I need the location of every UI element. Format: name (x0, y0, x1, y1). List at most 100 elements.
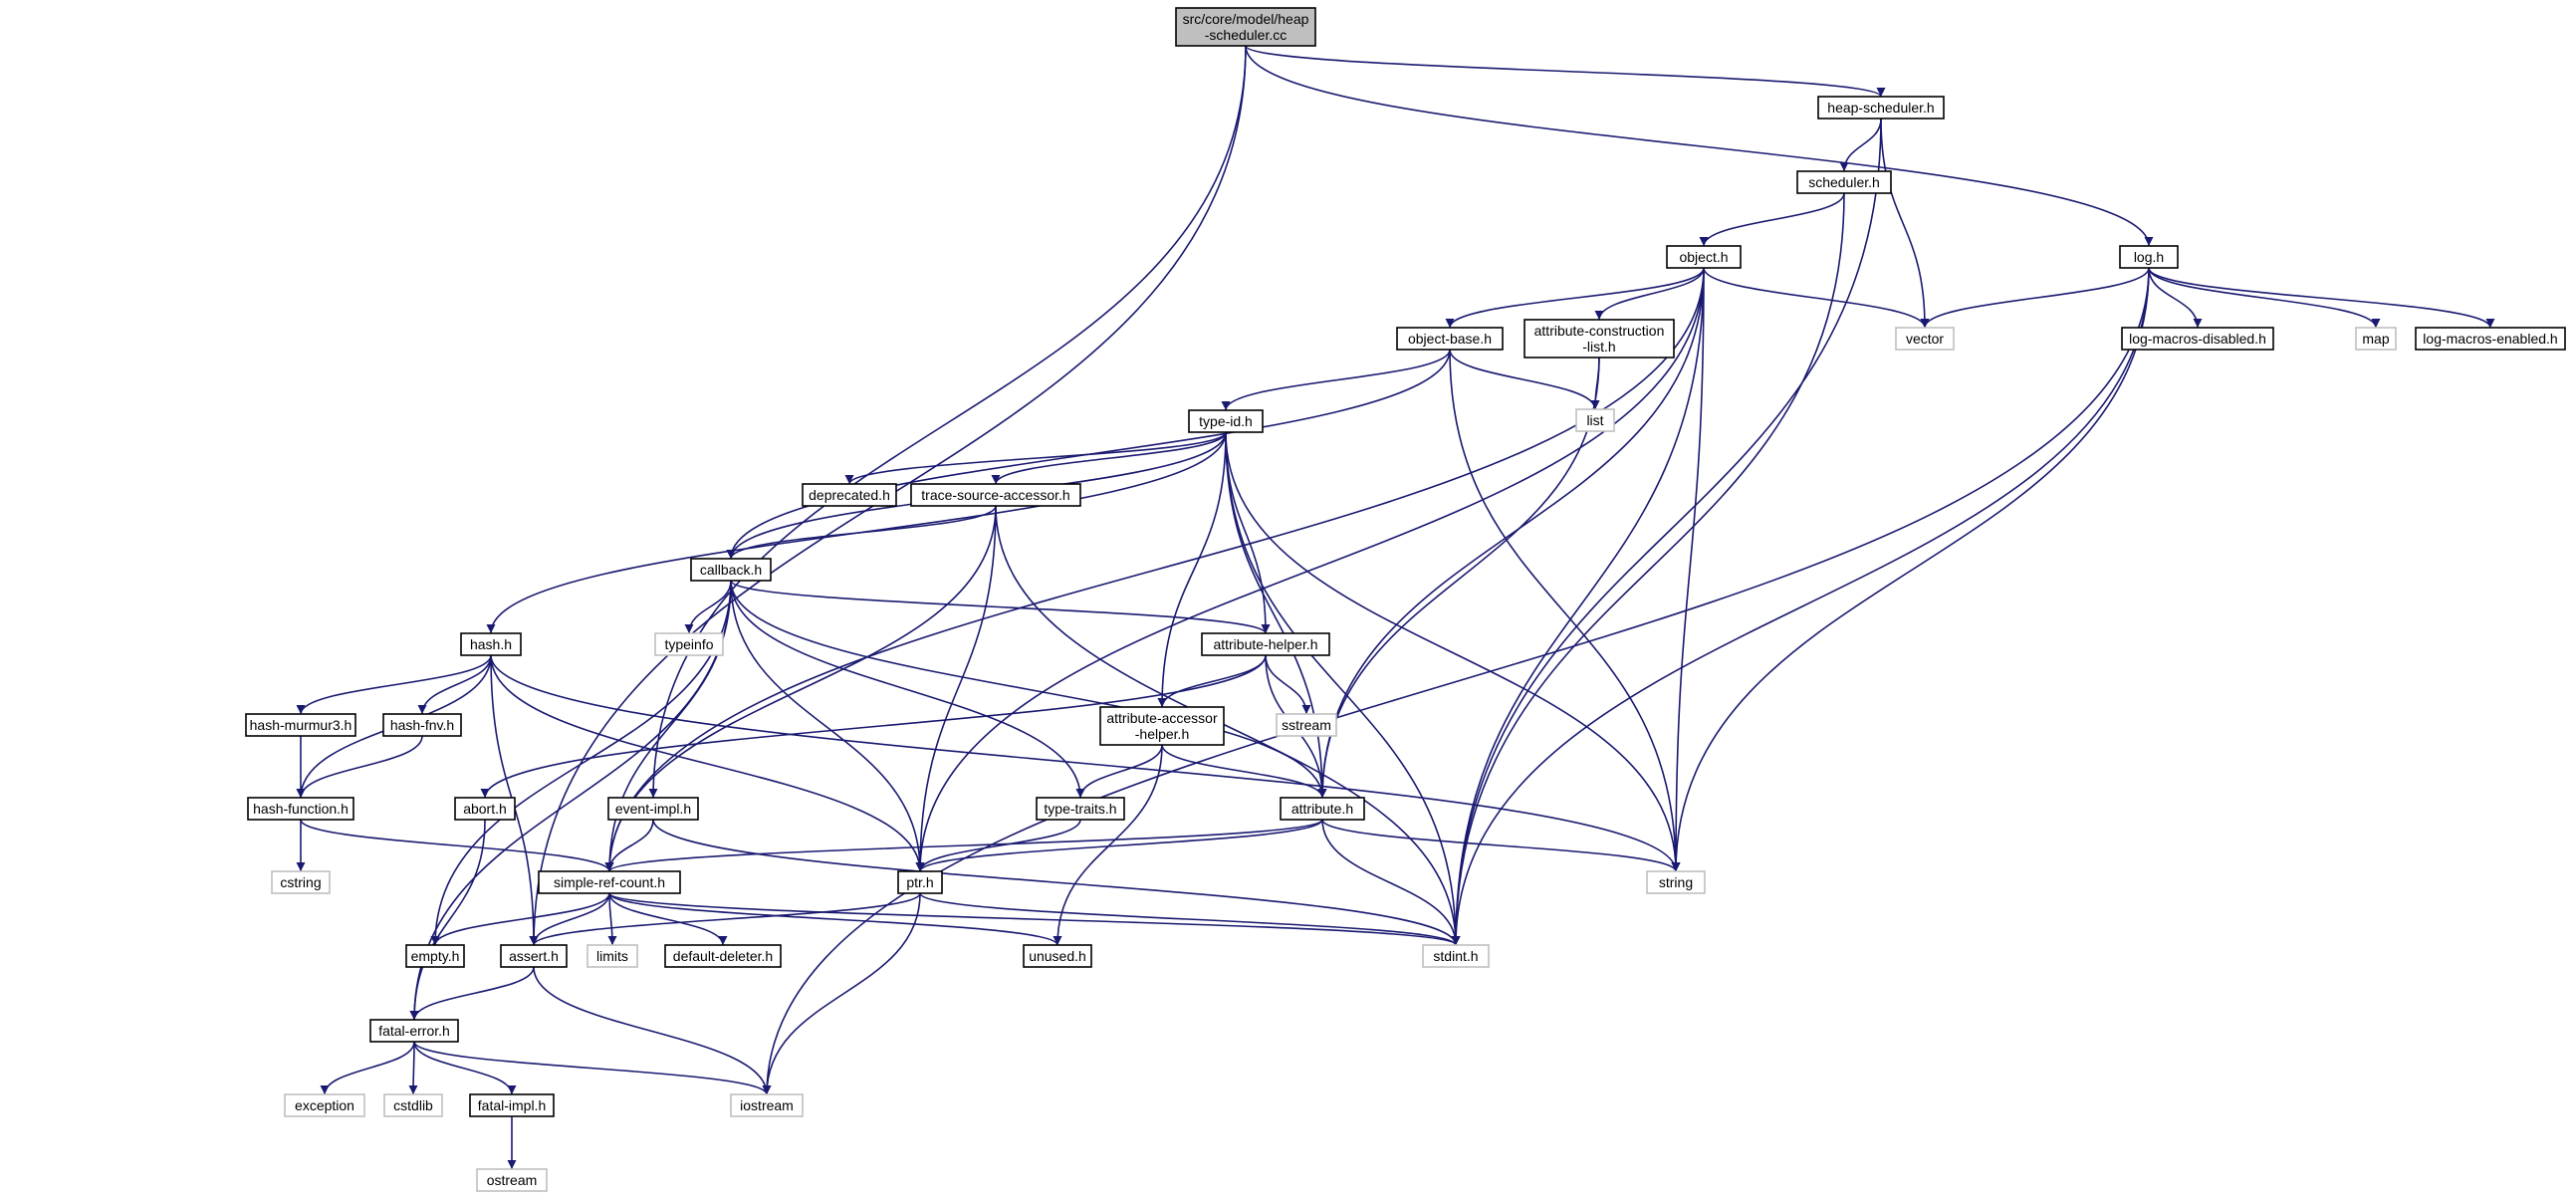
node-event-impl[interactable]: event-impl.h (607, 797, 699, 821)
edge-log-to-iostream (762, 267, 2150, 1095)
node-hash[interactable]: hash.h (460, 632, 522, 656)
node-label: hash-function.h (253, 801, 349, 817)
edge-root-to-heap-scheduler (1245, 45, 1886, 98)
node-label: empty.h (411, 948, 460, 964)
edge-hash-to-string (490, 654, 1681, 872)
node-label: attribute-helper.h (1213, 636, 1317, 652)
edge-attr-accessor-to-unused (1053, 744, 1163, 946)
edge-attribute-to-string (1321, 819, 1681, 872)
node-scheduler[interactable]: scheduler.h (1796, 170, 1892, 194)
node-label: typeinfo (664, 636, 713, 652)
node-box (383, 1093, 443, 1117)
node-type-traits[interactable]: type-traits.h (1036, 797, 1125, 821)
node-abort[interactable]: abort.h (454, 797, 516, 821)
node-label: limits (596, 948, 628, 964)
node-log-macros-enabled[interactable]: log-macros-enabled.h (2415, 327, 2566, 351)
edge-trace-source-to-stdint (995, 505, 1461, 946)
node-hash-murmur3[interactable]: hash-murmur3.h (245, 713, 356, 737)
node-label: attribute.h (1291, 801, 1353, 817)
node-box (2121, 327, 2274, 351)
edge-attribute-helper-to-attr-accessor (1157, 654, 1267, 708)
node-box (1895, 327, 1955, 351)
node-label: hash.h (470, 636, 512, 652)
edge-trace-source-to-callback (726, 505, 997, 560)
edge-object-to-attr-construction (1594, 267, 1705, 321)
edge-layer (296, 45, 2495, 1169)
node-default-deleter[interactable]: default-deleter.h (664, 944, 782, 968)
node-label: -scheduler.cc (1205, 27, 1287, 43)
node-box (1175, 7, 1316, 47)
node-box (476, 1168, 548, 1192)
edge-simple-ref-count-to-default-deleter (608, 892, 728, 946)
node-hash-fnv[interactable]: hash-fnv.h (382, 713, 462, 737)
node-simple-ref-count[interactable]: simple-ref-count.h (538, 870, 681, 894)
node-root[interactable]: src/core/model/heap-scheduler.cc (1175, 7, 1316, 47)
node-attribute[interactable]: attribute.h (1280, 797, 1365, 821)
node-callback[interactable]: callback.h (690, 558, 772, 582)
node-object-base[interactable]: object-base.h (1396, 327, 1504, 351)
edge-attribute-to-stdint (1321, 819, 1461, 946)
node-attribute-helper[interactable]: attribute-helper.h (1201, 632, 1330, 656)
node-fatal-impl[interactable]: fatal-impl.h (469, 1093, 555, 1117)
edge-type-id-to-attribute-helper (1225, 431, 1271, 634)
node-box (690, 558, 772, 582)
edge-attribute-helper-to-sstream (1265, 654, 1311, 715)
node-label: object.h (1679, 249, 1728, 265)
node-fatal-error[interactable]: fatal-error.h (369, 1019, 459, 1043)
node-exception: exception (284, 1093, 365, 1117)
node-label: sstream (1282, 717, 1331, 733)
node-hash-function[interactable]: hash-function.h (247, 797, 354, 821)
edge-object-base-to-list (1449, 349, 1600, 410)
node-label: assert.h (509, 948, 559, 964)
node-label: log-macros-disabled.h (2129, 331, 2266, 347)
node-box (245, 713, 356, 737)
node-label: trace-source-accessor.h (921, 487, 1069, 503)
node-attr-accessor[interactable]: attribute-accessor-helper.h (1099, 706, 1225, 746)
node-label: simple-ref-count.h (554, 874, 665, 890)
node-limits: limits (586, 944, 638, 968)
node-box (1276, 713, 1337, 737)
node-assert[interactable]: assert.h (500, 944, 568, 968)
node-label: attribute-construction (1534, 323, 1665, 339)
node-cstdlib: cstdlib (383, 1093, 443, 1117)
edge-type-id-to-string (1225, 431, 1681, 872)
edge-callback-to-attribute-helper (730, 580, 1271, 634)
node-log[interactable]: log.h (2119, 245, 2179, 269)
node-box (1422, 944, 1490, 968)
node-heap-scheduler[interactable]: heap-scheduler.h (1817, 96, 1945, 120)
node-log-macros-disabled[interactable]: log-macros-disabled.h (2121, 327, 2274, 351)
node-attr-construction[interactable]: attribute-construction-list.h (1523, 319, 1675, 359)
node-type-id[interactable]: type-id.h (1188, 409, 1264, 433)
node-ostream: ostream (476, 1168, 548, 1192)
node-label: event-impl.h (615, 801, 691, 817)
node-deprecated[interactable]: deprecated.h (802, 483, 897, 507)
node-box (1023, 944, 1092, 968)
node-label: fatal-error.h (378, 1023, 450, 1039)
edge-callback-to-type-traits (730, 580, 1085, 799)
node-cstring: cstring (271, 870, 331, 894)
node-label: ptr.h (906, 874, 933, 890)
edge-type-id-to-trace-source (991, 431, 1227, 485)
node-empty[interactable]: empty.h (405, 944, 465, 968)
edge-log-to-string (1671, 267, 2150, 872)
node-box (2355, 327, 2397, 351)
node-layer: src/core/model/heap-scheduler.cc heap-sch… (245, 7, 2566, 1192)
node-box (405, 944, 465, 968)
edge-log-to-map (2148, 267, 2381, 329)
node-label: vector (1906, 331, 1944, 347)
edge-object-to-vector (1703, 267, 1930, 329)
node-box (284, 1093, 365, 1117)
node-label: cstring (280, 874, 321, 890)
node-label: fatal-impl.h (478, 1097, 546, 1113)
edge-log-to-log-macros-enabled (2148, 267, 2495, 329)
node-label: map (2362, 331, 2389, 347)
edge-attr-construction-to-attribute (1317, 357, 1600, 799)
edge-attribute-helper-to-abort (480, 654, 1267, 799)
node-object[interactable]: object.h (1666, 245, 1742, 269)
node-ptr[interactable]: ptr.h (897, 870, 943, 894)
node-trace-source[interactable]: trace-source-accessor.h (910, 483, 1081, 507)
edge-fatal-error-to-iostream (413, 1041, 772, 1095)
node-vector: vector (1895, 327, 1955, 351)
node-unused[interactable]: unused.h (1023, 944, 1092, 968)
node-label: -list.h (1582, 339, 1615, 355)
